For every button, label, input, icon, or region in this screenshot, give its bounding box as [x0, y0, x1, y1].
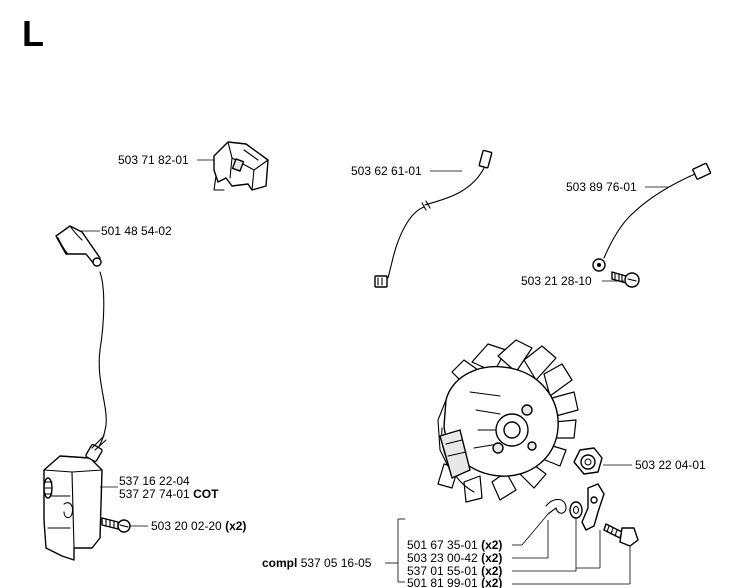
ground-screw-part[interactable]: [611, 271, 640, 288]
ignition-module-part[interactable]: [43, 435, 107, 561]
part-number-spark-plug-cap: 501 48 54-02: [101, 224, 172, 238]
part-number-module-screw: 503 20 02-20 (x2): [151, 519, 246, 533]
part-number-compl: compl 537 05 16-05: [262, 556, 372, 570]
flywheel-nut-part[interactable]: [573, 447, 603, 475]
part-number-switch: 503 71 82-01: [118, 153, 189, 167]
part-number-wire: 503 62 61-01: [351, 164, 422, 178]
part-number-pawl: 537 01 55-01 (x2): [407, 564, 502, 578]
short-circuit-wire-part[interactable]: [374, 149, 493, 288]
module-screw-part[interactable]: [101, 517, 131, 533]
part-number-pawl-screw: 501 81 99-01 (x2): [407, 576, 502, 588]
part-number-ignition-module: 537 16 22-04: [119, 474, 190, 488]
pawl-spring-part[interactable]: [545, 498, 567, 515]
part-number-flywheel-nut: 503 22 04-01: [635, 458, 706, 472]
compl-bracket: [385, 518, 405, 583]
ht-lead: [95, 271, 107, 453]
part-number-ground-wire: 503 89 76-01: [566, 180, 637, 194]
part-number-spring: 501 67 35-01 (x2): [407, 538, 502, 552]
part-number-ground-screw: 503 21 28-10: [521, 274, 592, 288]
washer-part[interactable]: [569, 501, 583, 519]
part-number-ignition-module-cot: 537 27 74-01 COT: [119, 487, 219, 501]
pawl-screw-part[interactable]: [603, 523, 639, 547]
spark-plug-cap-part[interactable]: [55, 225, 102, 267]
ground-wire-part[interactable]: [592, 162, 712, 272]
section-letter: L: [22, 13, 44, 54]
flywheel-part[interactable]: [437, 339, 579, 503]
pawl-part[interactable]: [581, 483, 605, 531]
stop-switch-part[interactable]: [213, 141, 269, 191]
part-number-washer: 503 23 00-42 (x2): [407, 551, 502, 565]
